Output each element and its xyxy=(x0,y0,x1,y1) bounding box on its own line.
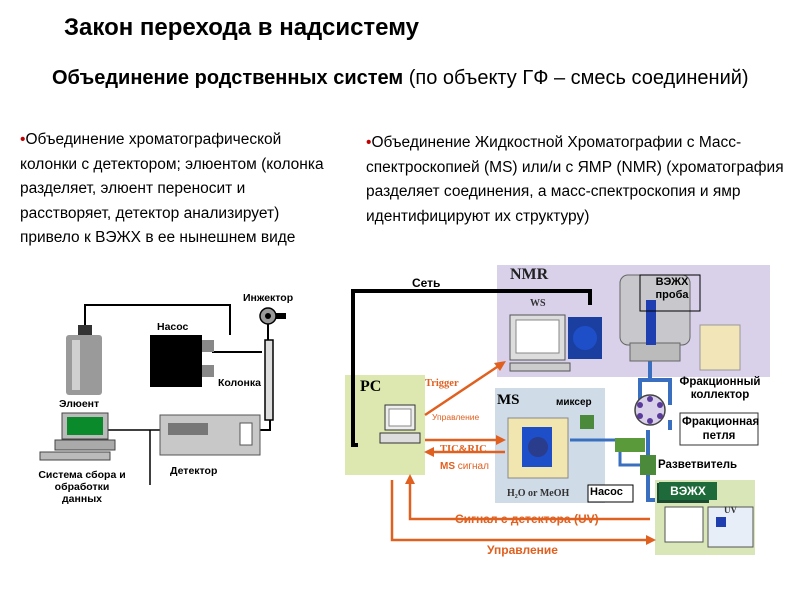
control-small-label: Управление xyxy=(432,412,480,422)
ws-label: WS xyxy=(530,298,546,309)
fraction-collector-label: Фракционный коллектор xyxy=(679,376,761,401)
arrow-head-icon xyxy=(646,535,656,545)
pump-label: Насос xyxy=(157,321,189,333)
trigger-arrow xyxy=(424,363,501,417)
mixer-icon xyxy=(580,415,594,429)
eluent-bottle xyxy=(66,325,102,395)
pump-label-box xyxy=(587,484,634,503)
ms-signal-text: сигнал xyxy=(457,461,489,472)
injector-valve xyxy=(259,307,286,325)
fraction-loop-box xyxy=(679,412,759,446)
subtitle-bold: Объединение родственных систем xyxy=(52,67,404,89)
splitter-flow-line xyxy=(646,475,655,502)
splitter-label: Разветвитель xyxy=(658,459,738,471)
nmr-magnet xyxy=(619,274,741,371)
arrow-head-icon xyxy=(424,447,434,457)
detector-unit xyxy=(159,414,261,456)
detector-signal-label: Сигнал с детектора (UV) xyxy=(455,512,599,526)
computer-unit xyxy=(39,412,116,461)
eluent-tube xyxy=(84,304,231,335)
collector-flow-line xyxy=(650,378,672,405)
ms-signal-prefix: MS xyxy=(440,461,455,472)
control-label: Управление xyxy=(487,543,558,557)
eluent-label: Элюент xyxy=(59,398,100,410)
column-outlet-tube xyxy=(260,420,271,431)
trigger-label: Trigger xyxy=(425,378,459,389)
right-paragraph: •Объединение Жидкостной Хроматографии с … xyxy=(366,131,786,229)
left-paragraph: •Объединение хроматографической колонки … xyxy=(20,128,338,251)
bullet-icon: • xyxy=(20,131,26,148)
splitter-icon xyxy=(640,455,656,475)
pc-computer xyxy=(379,404,421,444)
right-paragraph-text: Объединение Жидкостной Хроматографии с М… xyxy=(366,134,784,225)
subtitle-rest: (по объекту ГФ – смесь соединений) xyxy=(403,67,749,89)
arrow-head-icon xyxy=(405,474,415,484)
tee-junction xyxy=(615,438,645,452)
hplc-scheme-diagram xyxy=(39,304,286,485)
ticric-label: TIC&RIC xyxy=(440,444,487,455)
uv-label: UV xyxy=(724,505,737,515)
nmr-workstation xyxy=(509,314,602,372)
mixer-flow-line xyxy=(570,438,640,467)
pump-unit xyxy=(150,335,214,387)
network-label: Сеть xyxy=(412,276,441,290)
bullet-icon: • xyxy=(366,134,372,151)
fraction-collector-icon xyxy=(634,394,666,426)
network-cable xyxy=(351,289,592,447)
detector-signal-arrow xyxy=(408,480,650,521)
ms-label: MS xyxy=(497,392,520,408)
page-title: Закон перехода в надсистему xyxy=(64,14,419,41)
probe-label-box xyxy=(639,274,701,312)
injector-label: Инжектор xyxy=(243,292,294,304)
column-tube xyxy=(264,339,274,421)
arrow-head-icon xyxy=(496,435,506,445)
solvent-label: H₂O or MeOH xyxy=(507,488,570,499)
data-system-label: Система сбора и обработки данных xyxy=(38,469,126,505)
mixer-label: миксер xyxy=(556,397,592,408)
pump-label: Насос xyxy=(590,486,623,498)
column-label: Колонка xyxy=(218,377,261,389)
ms-signal-label: MS сигнал xyxy=(440,461,489,472)
left-paragraph-text: Объединение хроматографической колонки с… xyxy=(20,131,324,246)
pc-label: PC xyxy=(360,378,382,395)
hplc-probe-label: ВЭЖХ проба xyxy=(655,276,689,301)
control-line-arrow xyxy=(390,480,650,542)
arrow-head-icon xyxy=(494,361,506,371)
ms-instrument xyxy=(507,417,569,479)
detector-label: Детектор xyxy=(170,465,218,477)
page-subtitle: Объединение родственных систем (по объек… xyxy=(52,64,752,93)
fraction-loop-label: Фракционная петля xyxy=(682,416,760,442)
hplc-label: ВЭЖХ xyxy=(659,482,717,500)
nmr-label: NMR xyxy=(510,266,549,283)
